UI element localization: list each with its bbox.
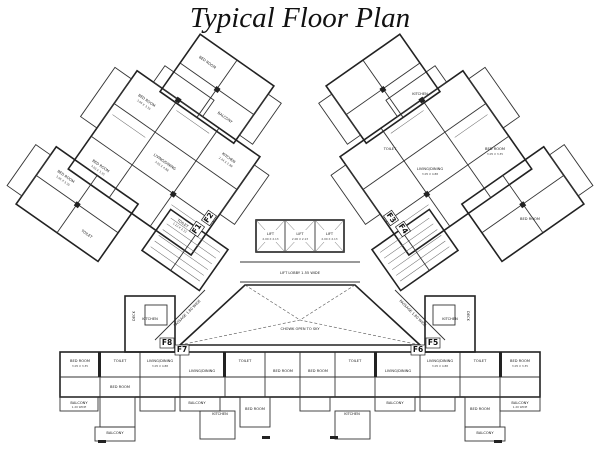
room-label: BED ROOM 3.05 X 3.35 LIVING/DINING 3.05 … (90, 93, 236, 234)
svg-text:KITCHEN: KITCHEN (412, 92, 428, 96)
svg-text:1.20 WIDE: 1.20 WIDE (513, 405, 528, 409)
svg-text:3.05 X 3.35: 3.05 X 3.35 (512, 364, 528, 368)
lift-label: LIFT (296, 232, 304, 236)
svg-text:LIVING/DINING: LIVING/DINING (417, 167, 444, 171)
svg-text:F8: F8 (162, 338, 172, 347)
svg-text:F5: F5 (428, 338, 438, 347)
svg-text:LIVING/DINING: LIVING/DINING (147, 359, 174, 363)
lift-label: LIFT (267, 232, 275, 236)
svg-text:2.00 X 2.13: 2.00 X 2.13 (262, 237, 278, 241)
svg-text:BALCONY: BALCONY (476, 431, 494, 435)
right-wing-labels: LIVING/DINING 3.05 X 4.88 BED ROOM 3.05 … (383, 92, 540, 221)
svg-text:KITCHEN: KITCHEN (212, 412, 228, 416)
lobby-label: LIFT LOBBY 1.55 WIDE (280, 271, 321, 275)
svg-text:2.00 X 2.13: 2.00 X 2.13 (292, 237, 308, 241)
page-title: Typical Floor Plan (189, 2, 411, 34)
flat-tag-f5: F5 (425, 337, 441, 349)
flat-tag-f3: F3 (382, 209, 400, 227)
passage-label: PASSAGE 1.80 WIDE (398, 299, 427, 328)
svg-text:3.05 X 4.88: 3.05 X 4.88 (152, 364, 168, 368)
svg-text:BALCONY: BALCONY (106, 431, 124, 435)
svg-text:KITCHEN: KITCHEN (344, 412, 360, 416)
svg-text:BED ROOM: BED ROOM (510, 359, 530, 363)
svg-text:DECK: DECK (132, 310, 136, 321)
svg-text:3.05 X 4.88: 3.05 X 4.88 (432, 364, 448, 368)
svg-text:BALCONY: BALCONY (70, 401, 88, 405)
svg-text:3.05 X 3.35: 3.05 X 3.35 (72, 364, 88, 368)
left-wing: BED ROOM 3.05 X 3.35 LIVING/DINING 3.05 … (6, 33, 282, 292)
right-wing (318, 33, 594, 292)
svg-text:BED ROOM: BED ROOM (308, 369, 328, 373)
svg-text:BED ROOM: BED ROOM (110, 385, 130, 389)
lift-label: LIFT (326, 232, 334, 236)
central-chowk: CHOWK OPEN TO SKY PASSAGE 1.80 WIDE PASS… (154, 284, 446, 346)
svg-text:BALCONY: BALCONY (386, 401, 404, 405)
lift-core: LIFT 2.00 X 2.13 LIFT 2.00 X 2.13 LIFT 2… (240, 219, 360, 283)
svg-text:TOILET: TOILET (383, 147, 397, 151)
svg-text:3.05 X 4.88: 3.05 X 4.88 (422, 172, 438, 176)
flat-tag-f7: F7 (174, 344, 190, 356)
flat-tag-f6: F6 (410, 344, 426, 356)
flat-tag-f1: F1 (188, 220, 206, 238)
svg-text:BED ROOM: BED ROOM (245, 407, 265, 411)
passage-label: PASSAGE 1.80 WIDE (173, 298, 202, 327)
svg-text:BALCONY: BALCONY (511, 401, 529, 405)
svg-text:KITCHEN: KITCHEN (442, 317, 458, 321)
svg-text:TOILET: TOILET (238, 359, 252, 363)
svg-text:BALCONY: BALCONY (217, 111, 234, 125)
svg-text:BED ROOM: BED ROOM (485, 147, 505, 151)
svg-text:BALCONY: BALCONY (188, 401, 206, 405)
svg-text:LIVING/DINING: LIVING/DINING (385, 369, 412, 373)
svg-text:TOILET: TOILET (176, 218, 190, 230)
svg-text:LIVING/DINING: LIVING/DINING (427, 359, 454, 363)
svg-text:BED ROOM: BED ROOM (198, 55, 217, 70)
svg-text:TOILET: TOILET (113, 359, 127, 363)
svg-text:TOILET: TOILET (348, 359, 362, 363)
svg-text:F6: F6 (413, 345, 423, 354)
flat-tag-f2: F2 (200, 209, 218, 227)
svg-text:BED ROOM: BED ROOM (70, 359, 90, 363)
svg-text:LIVING/DINING: LIVING/DINING (189, 369, 216, 373)
flat-tag-f4: F4 (394, 220, 412, 238)
svg-text:1.20 WIDE: 1.20 WIDE (72, 405, 87, 409)
svg-text:BED ROOM: BED ROOM (470, 407, 490, 411)
flat-tags: F1 F2 F3 F4 F5 F6 F7 F8 (159, 209, 441, 356)
svg-text:BED ROOM: BED ROOM (273, 369, 293, 373)
svg-text:BED ROOM: BED ROOM (520, 217, 540, 221)
svg-text:F7: F7 (177, 345, 187, 354)
svg-text:TOILET: TOILET (473, 359, 487, 363)
svg-text:TOILET: TOILET (80, 228, 94, 240)
svg-text:2.00 X 2.13: 2.00 X 2.13 (321, 237, 337, 241)
bottom-block: BED ROOM 3.05 X 3.35 TOILET LIVING/DININ… (59, 295, 541, 443)
flat-tag-f8: F8 (159, 337, 175, 349)
svg-text:KITCHEN: KITCHEN (142, 317, 158, 321)
svg-text:DECK: DECK (466, 311, 470, 322)
chowk-label: CHOWK OPEN TO SKY (280, 327, 320, 331)
svg-text:3.05 X 3.35: 3.05 X 3.35 (487, 152, 503, 156)
